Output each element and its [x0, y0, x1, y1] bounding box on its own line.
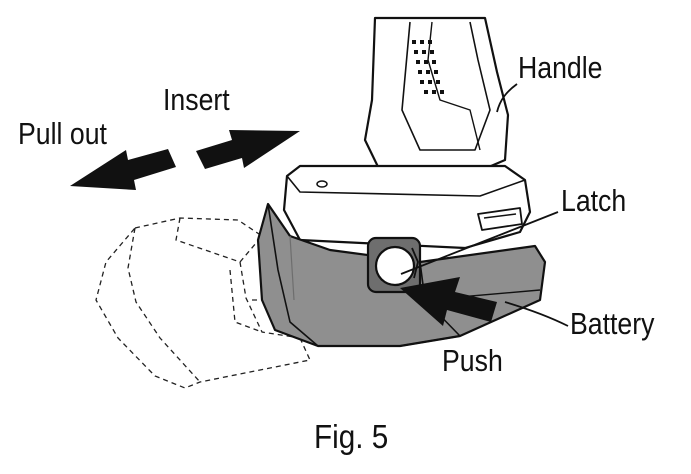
insert-label: Insert	[163, 82, 230, 117]
handle-label: Handle	[518, 50, 603, 85]
tool-foot	[282, 164, 532, 250]
grip-texture	[412, 40, 444, 94]
pull-out-arrow	[70, 149, 176, 190]
latch-leader	[400, 211, 559, 275]
battery-leader	[504, 301, 569, 327]
battery-label: Battery	[570, 306, 655, 341]
latch-button	[366, 236, 422, 294]
push-arrow	[400, 277, 497, 326]
push-label: Push	[442, 343, 503, 378]
figure-caption: Fig. 5	[314, 418, 389, 455]
latch-label: Latch	[561, 183, 627, 218]
insert-arrow	[196, 130, 300, 169]
pull-out-label: Pull out	[18, 116, 107, 151]
leader-lines	[400, 83, 569, 327]
handle-leader	[496, 83, 518, 113]
tool-handle	[363, 16, 510, 177]
